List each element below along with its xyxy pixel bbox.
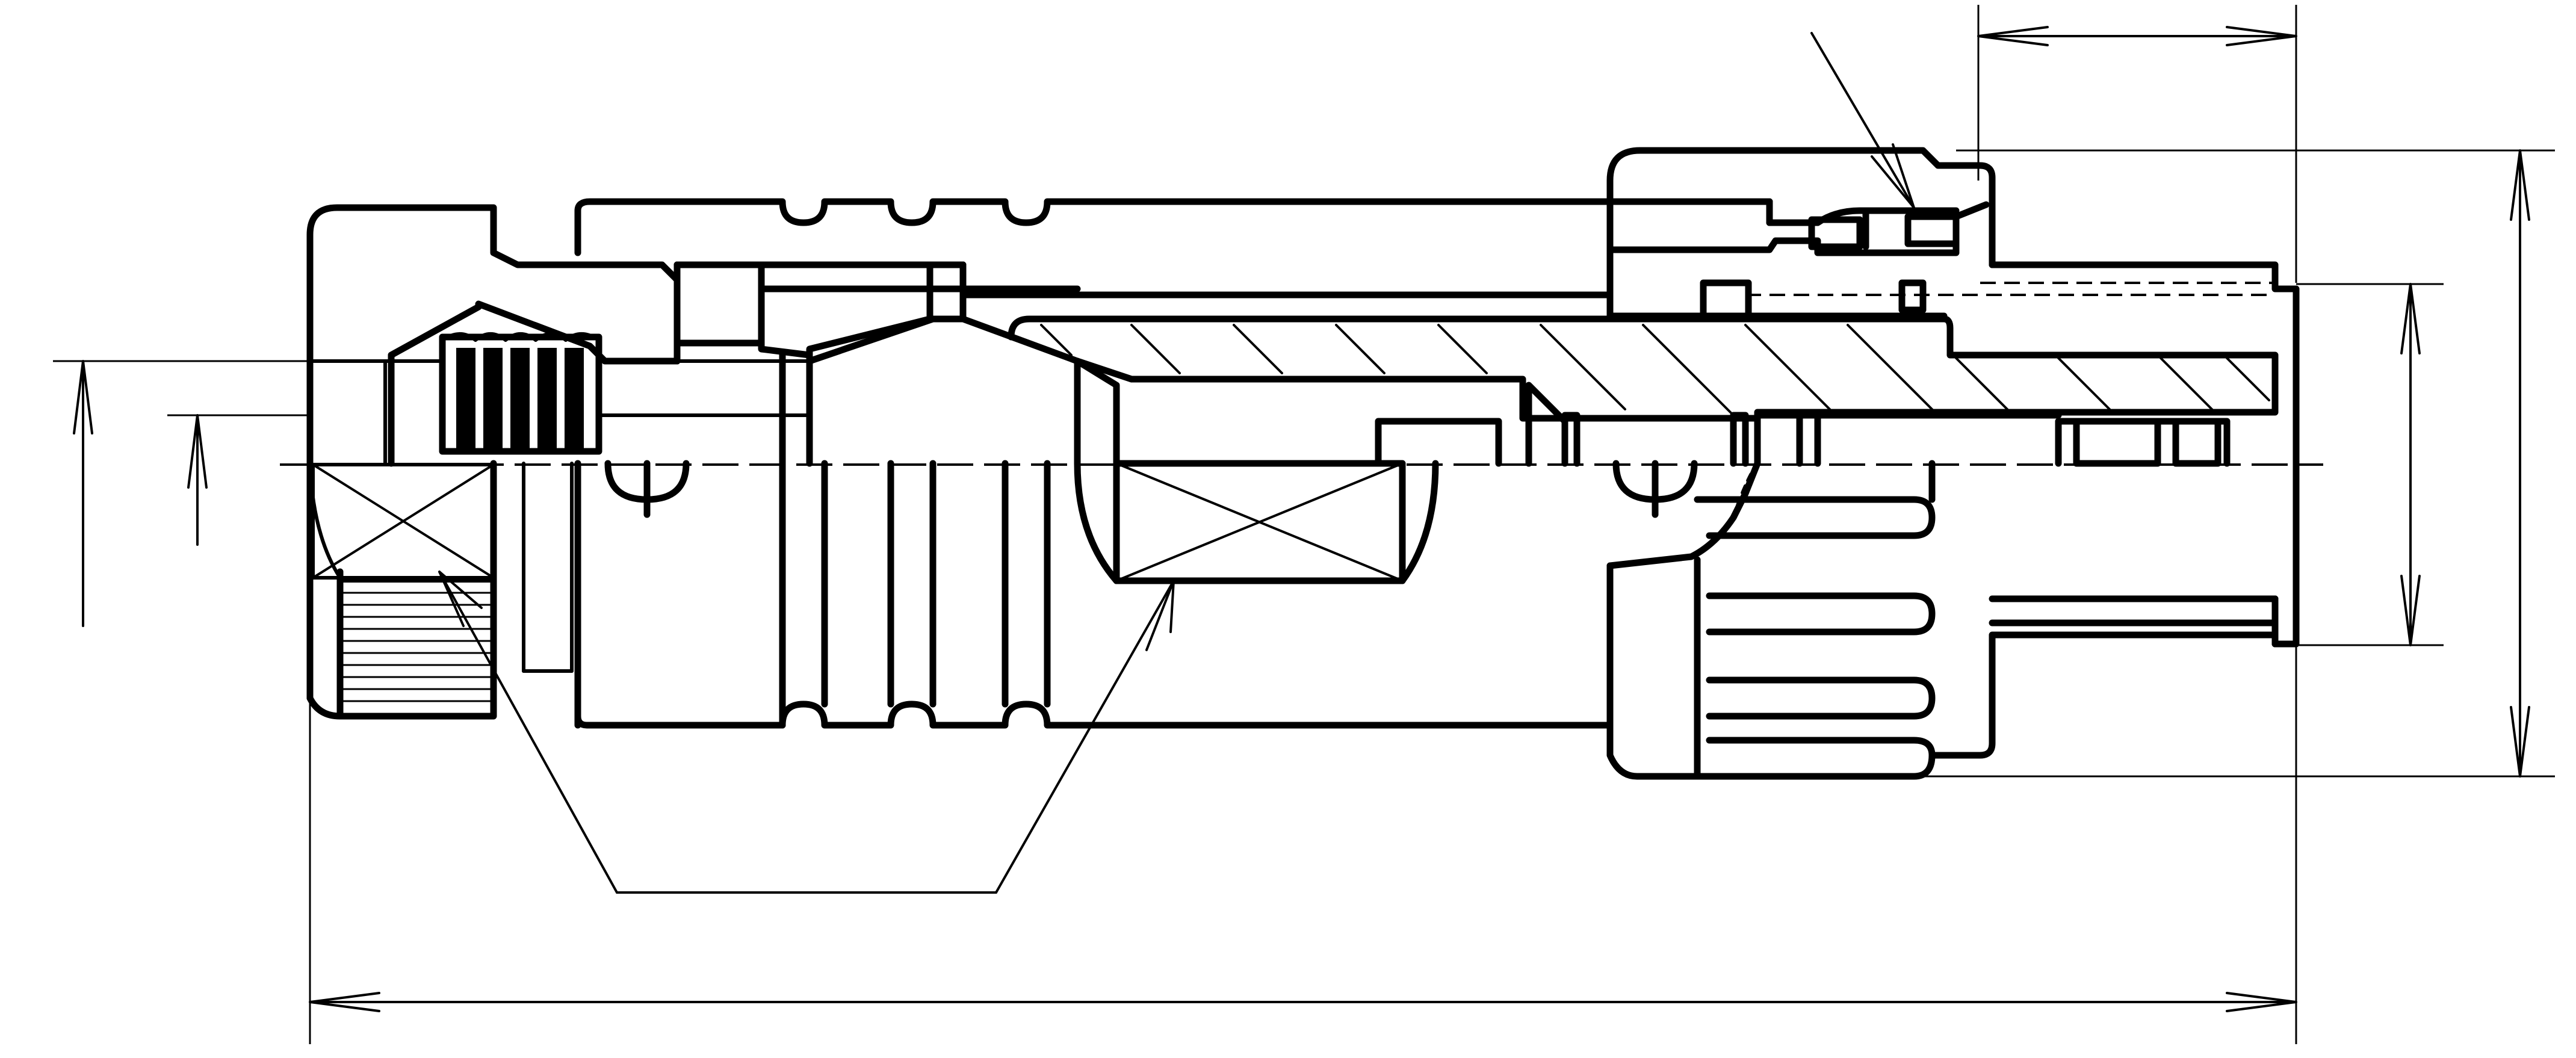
dimension-lines: [53, 5, 2555, 1044]
thread-insert: [439, 332, 811, 455]
main-body: [522, 198, 1773, 729]
left-cap: [306, 204, 681, 720]
right-housing: [1606, 147, 2300, 780]
center-hex: [1074, 357, 1439, 584]
insulator-hatched: [1008, 315, 2279, 467]
